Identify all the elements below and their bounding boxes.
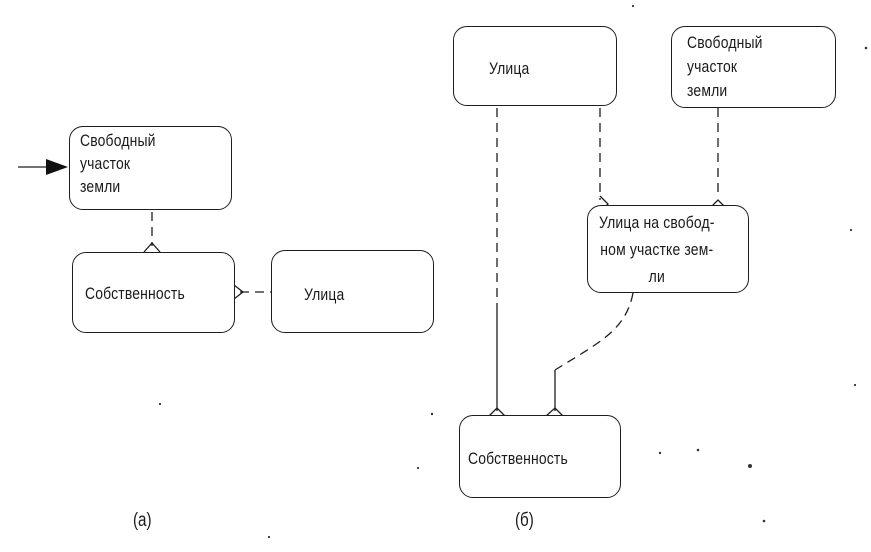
crowsfoot-b-ownership-2 <box>545 407 564 417</box>
entity-a-free-land-label: Свободный участок земли <box>80 131 156 196</box>
entity-b-street-label: Улица <box>489 59 530 78</box>
entry-arrowhead <box>46 159 68 175</box>
entity-a-street-label: Улица <box>304 285 345 304</box>
rel-b-streetland-ownership-dashed <box>554 292 634 371</box>
scan-specks <box>158 4 868 539</box>
diagram-a-connectors <box>18 159 271 300</box>
entity-b-street-on-land-label: Улица на свобод- ном участке зем- ли <box>599 213 715 286</box>
entity-b-ownership-label: Собственность <box>468 449 568 468</box>
entity-a-ownership-label: Собственность <box>85 284 185 303</box>
entity-a-street[interactable]: Улица <box>271 250 434 333</box>
crowsfoot-b-ownership-1 <box>488 407 506 417</box>
entity-b-free-land[interactable]: Свободный участок земли <box>671 26 836 108</box>
caption-b: (б) <box>515 510 534 531</box>
entity-b-ownership[interactable]: Собственность <box>459 415 621 498</box>
entity-b-free-land-label: Свободный участок земли <box>687 33 763 100</box>
crowsfoot-a-ownership-top <box>143 242 161 253</box>
entity-a-ownership[interactable]: Собственность <box>72 252 235 333</box>
crowsfoot-a-ownership-right <box>233 284 245 300</box>
caption-a: (а) <box>133 510 152 531</box>
entity-b-street-on-land[interactable]: Улица на свобод- ном участке зем- ли <box>587 205 749 293</box>
entity-b-street[interactable]: Улица <box>453 26 617 106</box>
entity-a-free-land[interactable]: Свободный участок земли <box>69 126 232 210</box>
